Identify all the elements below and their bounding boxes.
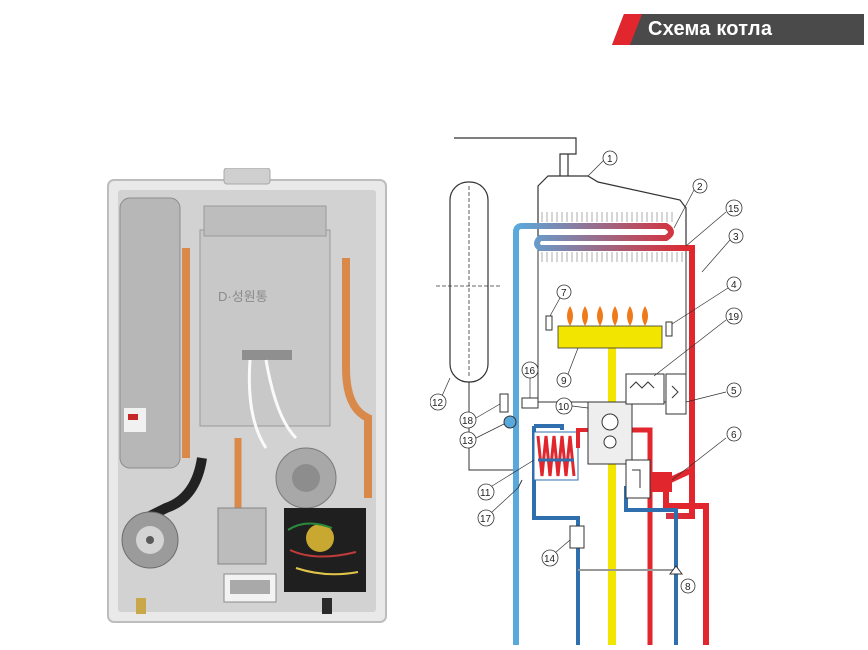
banner-accent xyxy=(612,14,642,45)
svg-text:1: 1 xyxy=(607,154,613,165)
ignition-electrode xyxy=(545,315,553,331)
callout-17: 17 xyxy=(477,487,519,527)
heat-exchanger-tube xyxy=(513,223,695,600)
callout-5: 5 xyxy=(685,382,742,403)
gas-valve xyxy=(217,507,267,565)
callout-2: 2 xyxy=(673,178,708,229)
board-wire-yellow xyxy=(295,567,359,576)
hot-pipe-heating xyxy=(663,430,709,645)
svg-text:3: 3 xyxy=(733,232,739,243)
blower-hub xyxy=(292,464,320,492)
svg-text:18: 18 xyxy=(462,416,474,427)
svg-text:17: 17 xyxy=(480,514,492,525)
sensor-wire-2 xyxy=(264,359,298,440)
callout-6: 6 xyxy=(671,426,742,481)
gas-pipe xyxy=(608,346,616,645)
pump-symbol xyxy=(632,469,641,488)
svg-text:15: 15 xyxy=(728,204,740,215)
callout-19: 19 xyxy=(653,307,743,377)
safety-valve xyxy=(569,525,585,549)
callout-18: 18 xyxy=(459,403,501,429)
svg-text:4: 4 xyxy=(731,280,737,291)
gas-valve-dial-2 xyxy=(603,435,617,449)
callout-8: 8 xyxy=(680,578,696,594)
circulation-pump xyxy=(625,459,651,499)
svg-text:11: 11 xyxy=(480,488,491,499)
callout-3: 3 xyxy=(701,228,744,273)
board-capacitor xyxy=(306,524,334,552)
sensor-wire xyxy=(247,359,268,449)
callout-16: 16 xyxy=(521,361,539,398)
boiler-schematic: 1 2 15 3 4 19 5 xyxy=(430,137,744,645)
board-wire-red xyxy=(289,549,357,558)
svg-text:14: 14 xyxy=(544,554,556,565)
flame-sensor xyxy=(665,321,673,337)
svg-text:10: 10 xyxy=(558,402,570,413)
heat-exchanger-hood xyxy=(203,205,327,237)
flue-collar xyxy=(223,168,271,185)
callout-7: 7 xyxy=(549,284,572,317)
pressure-sensor xyxy=(503,415,517,429)
hot-pipe-dhw-out xyxy=(628,427,653,645)
pump-center xyxy=(146,536,154,544)
air-vent xyxy=(499,393,509,413)
callout-14: 14 xyxy=(541,539,571,567)
flue-duct xyxy=(454,137,577,176)
callout-4: 4 xyxy=(671,276,742,325)
burner xyxy=(557,325,663,349)
fan-symbol xyxy=(671,385,679,399)
burner-flames xyxy=(567,306,648,326)
tank-label-mark xyxy=(128,414,138,420)
callout-10: 10 xyxy=(555,397,589,415)
svg-text:19: 19 xyxy=(728,312,740,323)
callout-11: 11 xyxy=(477,459,535,501)
svg-text:8: 8 xyxy=(685,582,691,593)
svg-text:16: 16 xyxy=(524,366,536,377)
heat-exchanger-fins xyxy=(541,212,683,262)
combustion-chamber xyxy=(199,229,331,427)
pump-body xyxy=(652,472,672,492)
svg-text:13: 13 xyxy=(462,436,474,447)
bypass-valve xyxy=(669,565,683,575)
svg-text:12: 12 xyxy=(432,398,444,409)
callouts: 1 2 15 3 4 19 5 xyxy=(430,150,744,594)
gas-valve-dial xyxy=(601,413,619,431)
return-pipe-top xyxy=(534,424,564,430)
banner-shape xyxy=(612,14,864,45)
board-wire-green xyxy=(287,522,333,531)
brand-mark: D·성원통 xyxy=(218,289,268,304)
pressure-switch-symbol xyxy=(629,381,655,389)
svg-text:5: 5 xyxy=(731,386,737,397)
header-banner: Схема котла xyxy=(612,14,864,45)
expansion-tank xyxy=(119,197,181,469)
callout-12: 12 xyxy=(430,377,451,411)
copper-pipe-right xyxy=(342,258,372,498)
page-title: Схема котла xyxy=(648,18,773,40)
dhw-exchanger-coil xyxy=(536,435,576,477)
heating-return-out xyxy=(652,508,678,645)
sensor-bracket xyxy=(242,350,292,360)
pressure-switch xyxy=(625,373,665,405)
callout-13: 13 xyxy=(459,423,505,449)
tank-connection xyxy=(468,382,514,471)
drain-cock xyxy=(517,479,523,489)
callout-1: 1 xyxy=(587,150,618,177)
callout-9: 9 xyxy=(556,347,579,388)
bottom-valve xyxy=(136,598,146,614)
svg-text:6: 6 xyxy=(731,430,737,441)
svg-text:2: 2 xyxy=(697,182,703,193)
display-screen xyxy=(230,580,270,594)
bottom-fitting xyxy=(322,598,332,614)
black-hose xyxy=(143,457,207,523)
svg-text:7: 7 xyxy=(561,288,567,299)
boiler-photo: D·성원통 xyxy=(107,168,387,623)
svg-text:9: 9 xyxy=(561,376,567,387)
gas-valve xyxy=(587,401,633,465)
flow-sensor xyxy=(521,397,539,409)
callout-15: 15 xyxy=(685,199,743,247)
